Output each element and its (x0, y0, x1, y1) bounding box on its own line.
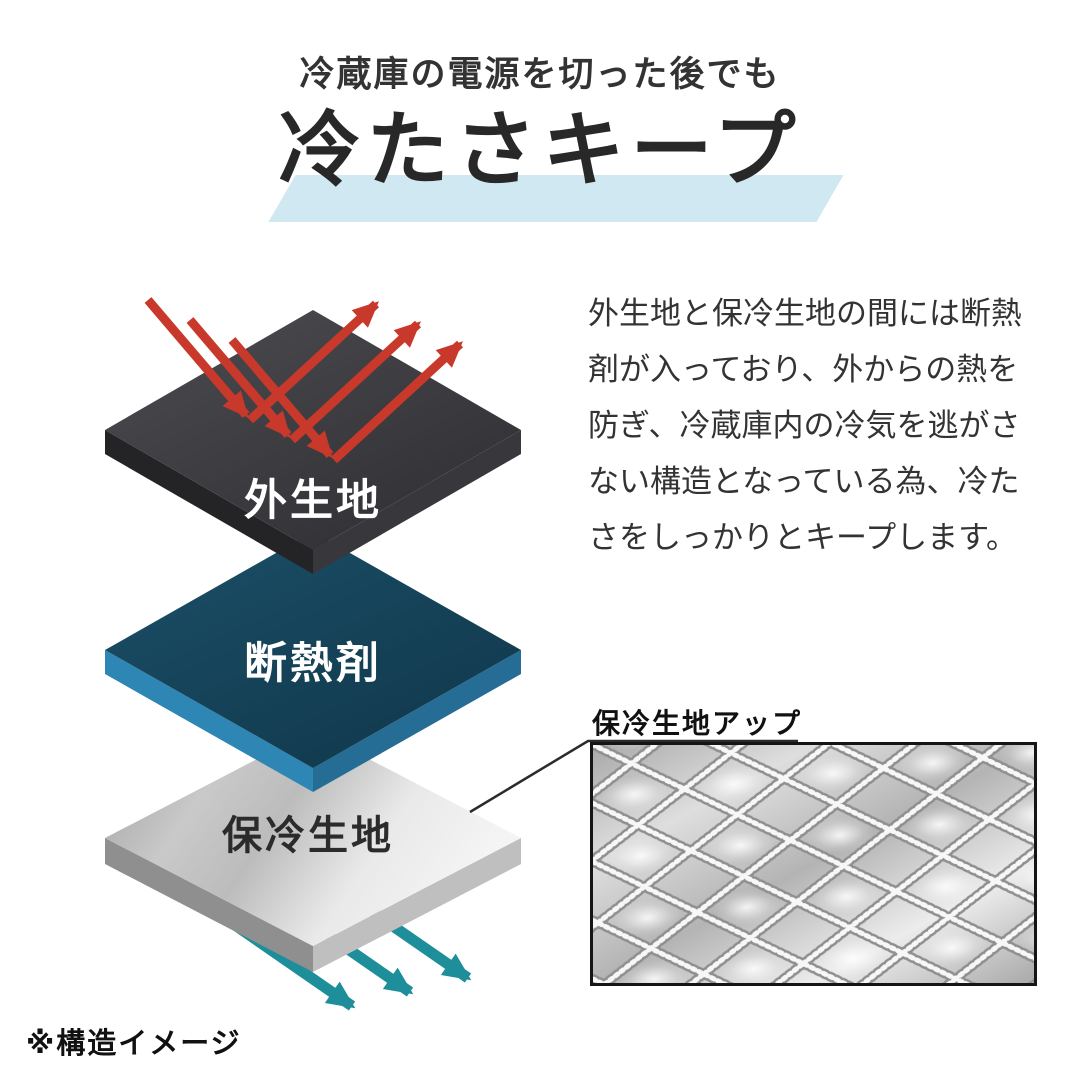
closeup-label: 保冷生地アップ (592, 708, 803, 739)
header-subtitle: 冷蔵庫の電源を切った後でも (299, 55, 781, 94)
footnote: ※構造イメージ (26, 1028, 242, 1060)
description-text: 外生地と保冷生地の間には断熱剤が入っており、外からの熱を防ぎ、冷蔵庫内の冷気を逃… (588, 296, 1022, 555)
layer-label-cooling-fabric: 保冷生地 (222, 814, 394, 858)
heat-reflect-arrows (144, 297, 464, 464)
closeup-box (590, 742, 1037, 986)
layer-cooling-fabric (105, 730, 521, 972)
fabric-texture-image (593, 745, 1034, 983)
layer-insulation (105, 532, 521, 792)
layer-label-insulation: 断熱剤 (244, 640, 382, 688)
layer-label-outer-fabric: 外生地 (244, 477, 382, 525)
page-title: 冷たさキープ (278, 105, 802, 196)
closeup-leader-line (469, 739, 798, 814)
